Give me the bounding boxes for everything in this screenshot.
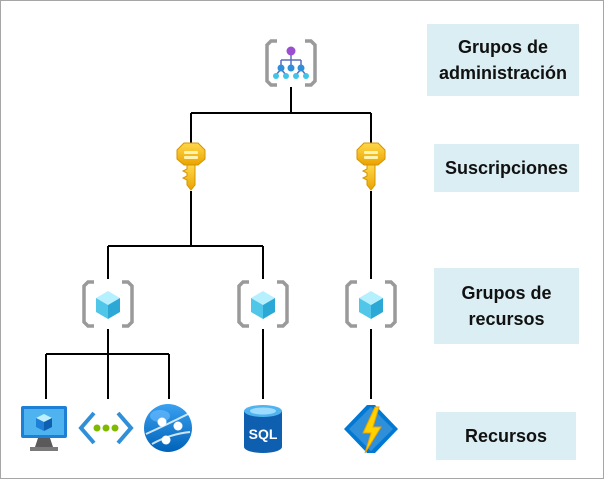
- label-resource-groups-line1: Grupos de: [461, 283, 552, 303]
- sql-database-icon: SQL: [244, 405, 282, 453]
- label-management-groups: Grupos de administración: [427, 24, 579, 96]
- label-management-groups-line1: Grupos de: [457, 37, 548, 57]
- label-subscriptions-text: Suscripciones: [444, 158, 569, 178]
- sql-label: SQL: [249, 426, 278, 442]
- virtual-network-icon: [78, 411, 134, 445]
- resource-group-icon: [82, 280, 134, 328]
- subscription-key-icon: [356, 142, 386, 191]
- resource-group-icon: [237, 280, 289, 328]
- virtual-machine-icon: [21, 406, 67, 451]
- label-management-groups-line2: administración: [438, 63, 568, 83]
- function-app-icon: [344, 405, 398, 454]
- connector-lines: [45, 87, 372, 399]
- resource-group-icon: [345, 280, 397, 328]
- subscription-key-icon: [176, 142, 206, 191]
- label-resources: Recursos: [436, 412, 576, 460]
- web-app-icon: [144, 404, 192, 452]
- label-resources-text: Recursos: [464, 426, 548, 446]
- label-subscriptions: Suscripciones: [434, 144, 579, 192]
- management-group-icon: [265, 39, 317, 87]
- label-resource-groups-line2: recursos: [468, 309, 545, 329]
- label-resource-groups: Grupos de recursos: [434, 268, 579, 344]
